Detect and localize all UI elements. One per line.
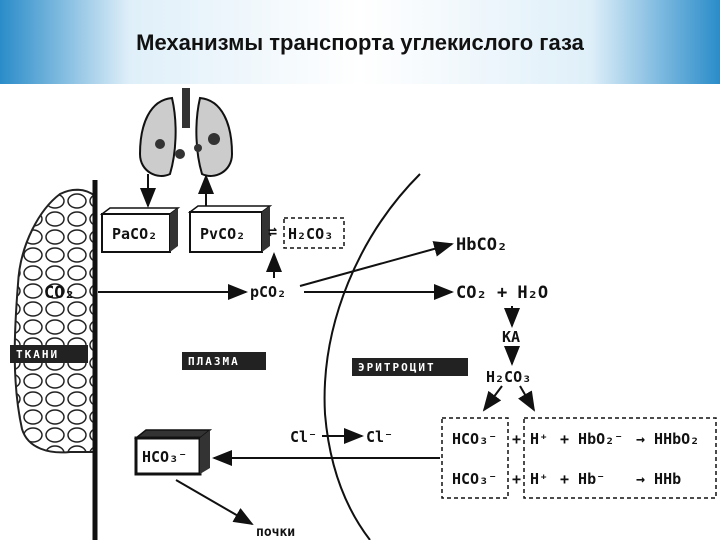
tissue-cells <box>13 188 96 454</box>
pco2-label: pCO₂ <box>250 283 286 301</box>
plasma-band-label: ПЛАЗМА <box>188 355 240 368</box>
hbo2-label: + HbO₂⁻ <box>560 430 623 448</box>
co2-transport-diagram: PaCO₂ PvCO₂ H₂CO₃ ⇌ CO₂ pCO₂ HbCO₂ CO₂ +… <box>10 88 717 540</box>
hco3-box <box>441 417 509 499</box>
reaction-box <box>523 417 717 499</box>
cl-plasma-label: Cl⁻ <box>290 428 317 446</box>
hco3-plasma-box <box>133 429 213 476</box>
equilibrium-sign: ⇌ <box>268 222 277 240</box>
paco2-label: PaCO₂ <box>112 225 157 243</box>
arrow-to-kidneys <box>175 479 254 526</box>
co2-h2o-label: CO₂ + H₂O <box>456 283 548 303</box>
erythrocyte-band <box>352 358 468 376</box>
arrow-to-hco3 <box>482 385 503 412</box>
h-row2: + H⁺ <box>512 470 548 488</box>
h2co3-plasma-box <box>283 217 345 249</box>
title-bar <box>0 0 720 84</box>
h2co3-rbc-label: H₂CO₃ <box>486 368 531 386</box>
tissue-band-label: ТКАНИ <box>16 348 59 361</box>
arrow-to-h <box>518 385 536 412</box>
page-title: Механизмы транспорта углекислого газа <box>136 30 584 55</box>
hb-label: + Hb⁻ <box>560 470 605 488</box>
plasma-band <box>182 352 266 370</box>
arrow-to-hbco2 <box>299 241 454 287</box>
ka-label: КА <box>502 328 520 346</box>
pvco2-box <box>187 205 273 253</box>
cl-rbc-label: Cl⁻ <box>366 428 393 446</box>
paco2-box <box>99 207 181 253</box>
tissue-band <box>10 345 88 363</box>
h2co3-plasma-label: H₂CO₃ <box>288 225 333 243</box>
kidneys-label: почки <box>256 525 295 540</box>
hco3-plasma-label: HCO₃⁻ <box>142 448 187 466</box>
hbco2-label: HbCO₂ <box>456 235 507 255</box>
hco3-row2: HCO₃⁻ <box>452 470 497 488</box>
erythrocyte-membrane <box>323 173 421 540</box>
tissue-co2-label: CO₂ <box>44 283 75 303</box>
h-row1: + H⁺ <box>512 430 548 448</box>
hhbo2-label: → HHbO₂ <box>636 430 699 448</box>
erythrocyte-band-label: ЭРИТРОЦИТ <box>358 361 436 374</box>
hhb-label: → HHb <box>636 470 681 488</box>
hco3-row1: HCO₃⁻ <box>452 430 497 448</box>
pvco2-label: PvCO₂ <box>200 225 245 243</box>
lungs-icon <box>138 88 234 177</box>
